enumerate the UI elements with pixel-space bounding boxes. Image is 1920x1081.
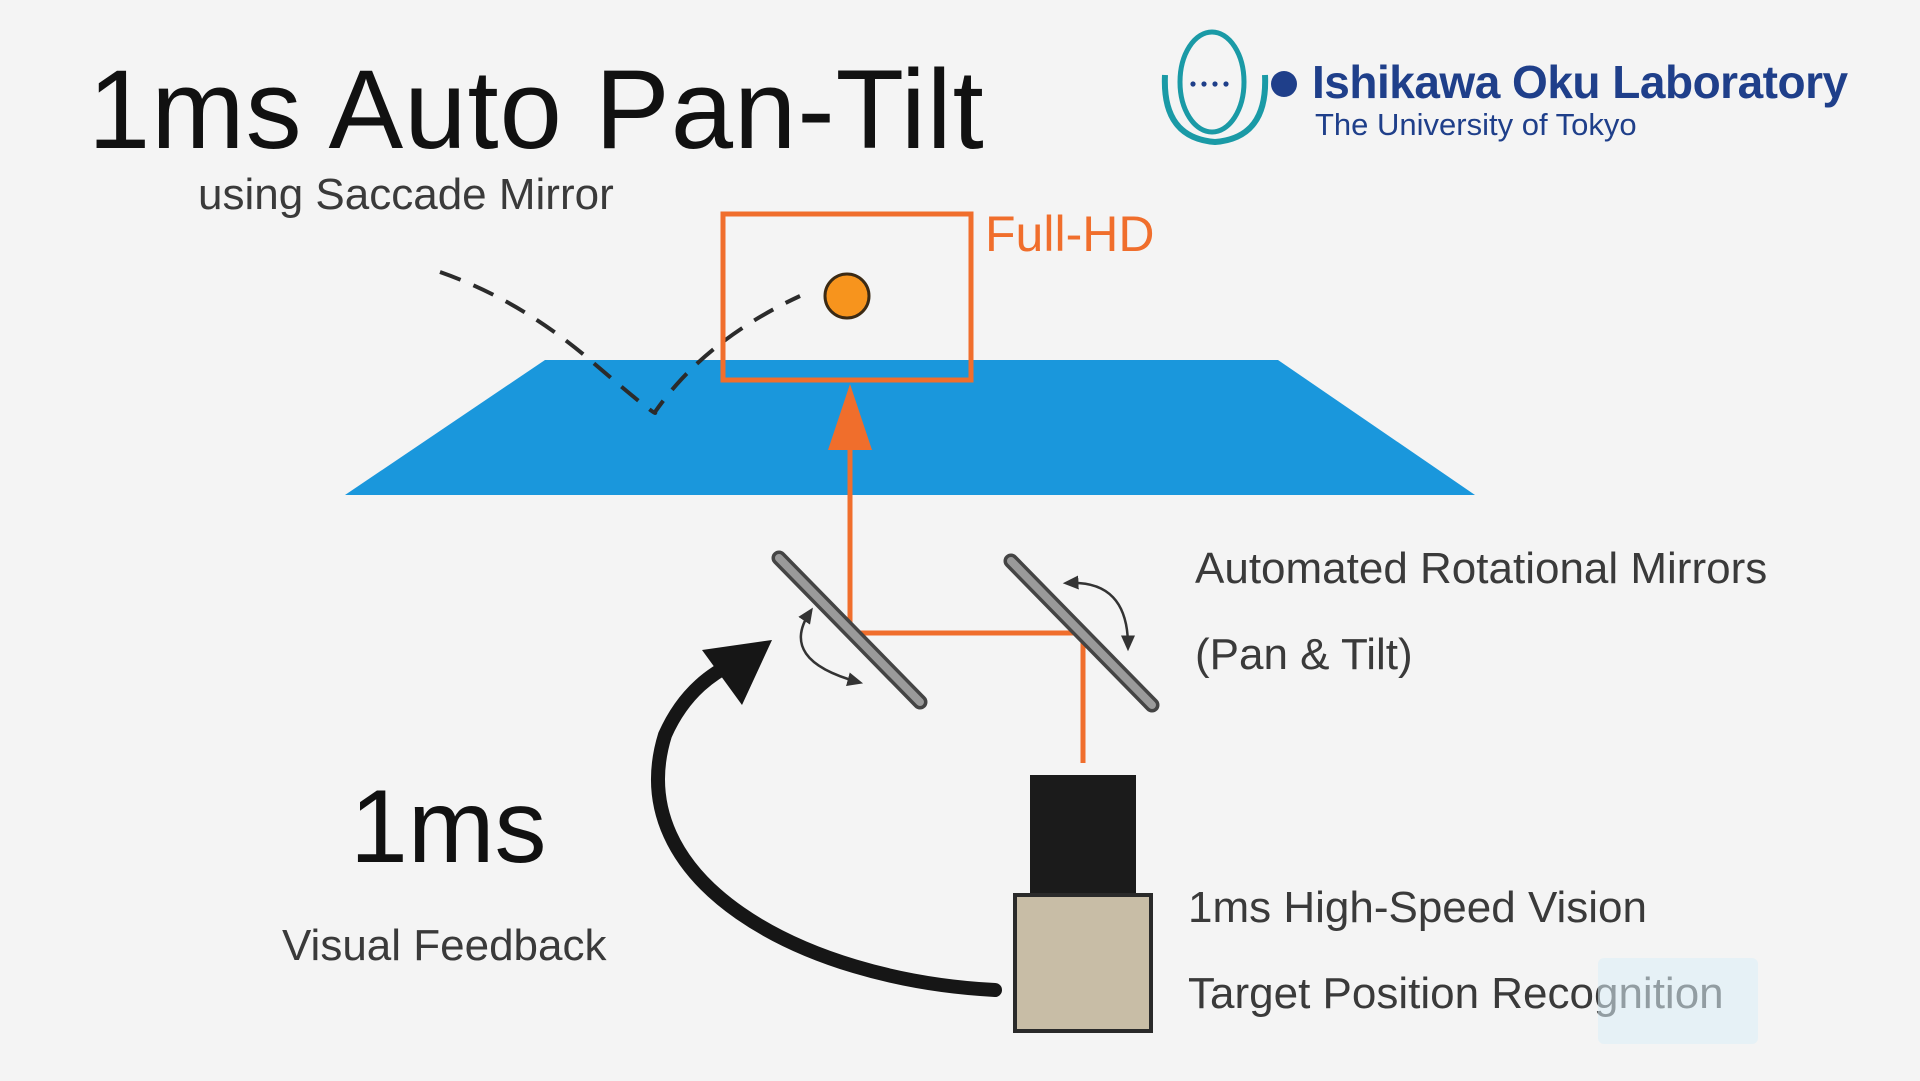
lab-name: Ishikawa Oku Laboratory — [1312, 56, 1848, 108]
curved-feedback-arrow-icon — [651, 655, 1002, 997]
watermark-overlay — [1598, 958, 1758, 1044]
rotation-arrow-icon — [1062, 575, 1135, 652]
ball-trajectory — [439, 270, 801, 415]
camera-body — [1013, 893, 1153, 1033]
full-hd-frame — [720, 211, 974, 383]
university-name: The University of Tokyo — [1315, 107, 1637, 142]
mirrors-sublabel: (Pan & Tilt) — [1195, 630, 1413, 679]
lab-logo-icon — [1161, 29, 1297, 146]
mirrors-label: Automated Rotational Mirrors — [1195, 544, 1768, 593]
ball — [823, 272, 871, 320]
page-title: 1ms Auto Pan-Tilt — [88, 47, 985, 172]
full-hd-label: Full-HD — [985, 206, 1155, 262]
camera-lens — [1030, 775, 1136, 900]
feedback-label: Visual Feedback — [282, 921, 607, 970]
latency-label: 1ms — [350, 769, 547, 885]
optical-path-arrowhead — [828, 384, 872, 450]
vision-label: 1ms High-Speed Vision — [1188, 883, 1647, 932]
feedback-arrowhead — [702, 640, 772, 705]
optical-path — [847, 432, 1086, 763]
rotation-arrow-icon — [798, 607, 864, 686]
page-subtitle: using Saccade Mirror — [198, 170, 614, 219]
